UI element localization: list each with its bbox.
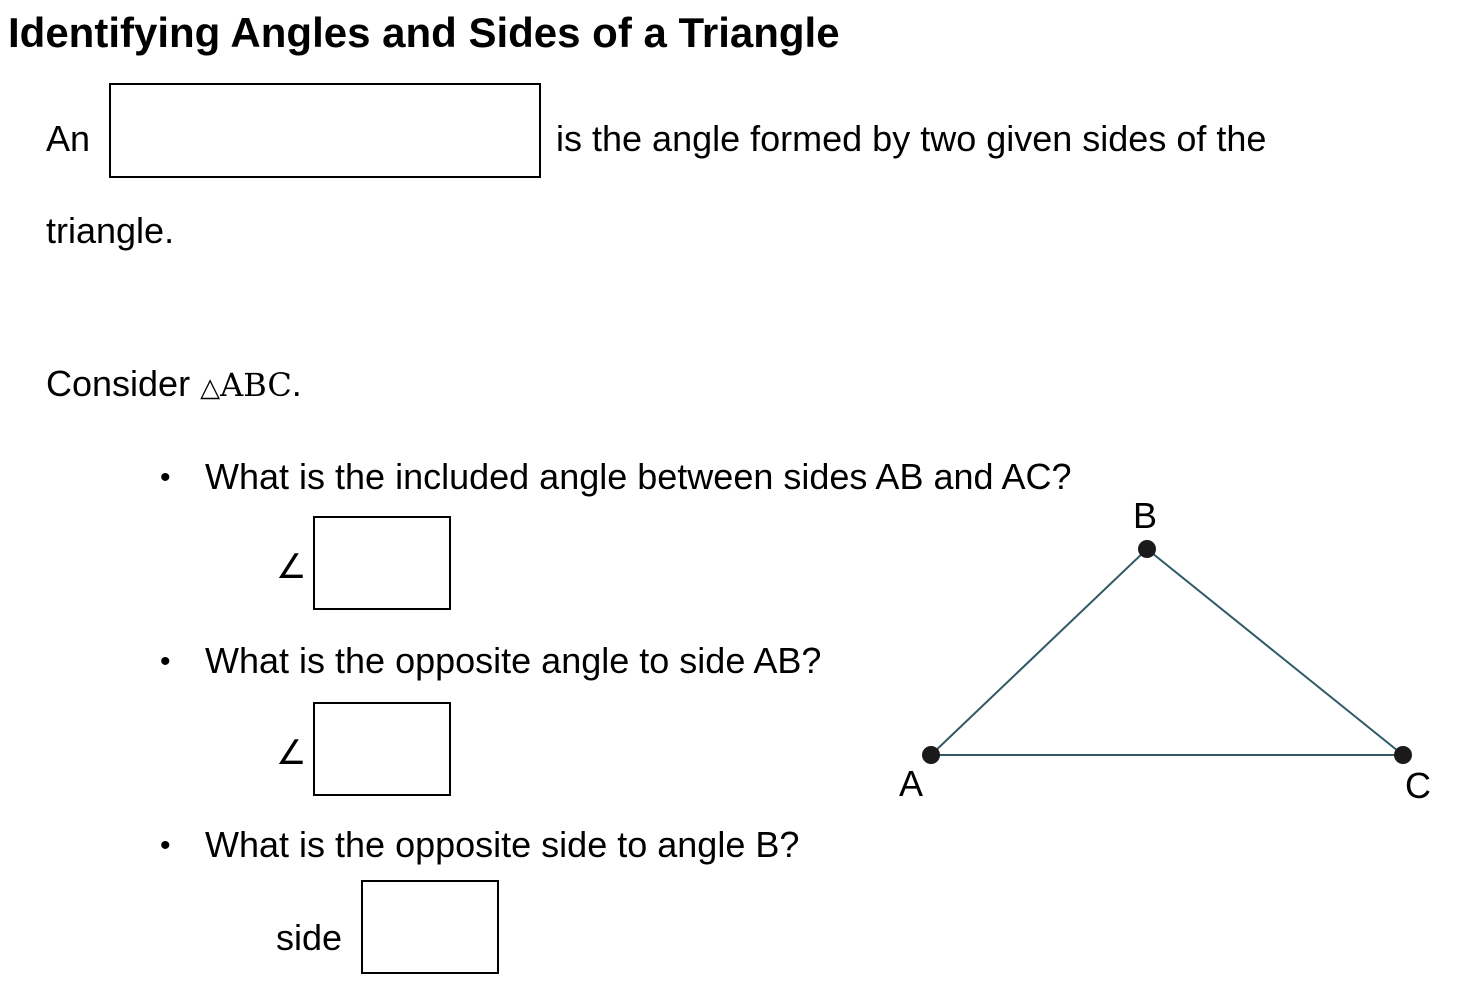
period: . — [291, 363, 302, 404]
bullet-icon: • — [160, 461, 171, 494]
question-3-text: What is the opposite side to angle B? — [205, 824, 800, 865]
opposite-angle-answer-input[interactable] — [313, 702, 451, 796]
vertex-a-point — [922, 746, 940, 764]
included-angle-term-input[interactable] — [109, 83, 541, 178]
triangle-name: ABC — [220, 366, 292, 404]
vertex-b-label: B — [1133, 495, 1157, 536]
side-ab — [930, 548, 1148, 756]
angle-symbol-icon: ∠ — [276, 548, 307, 586]
vertex-c-label: C — [1405, 765, 1431, 806]
page-title: Identifying Angles and Sides of a Triang… — [8, 9, 840, 56]
question-2-text: What is the opposite angle to side AB? — [205, 640, 822, 681]
vertex-a-label: A — [899, 763, 923, 804]
side-bc — [1146, 548, 1404, 756]
definition-suffix: is the angle formed by two given sides o… — [556, 118, 1267, 159]
opposite-side-answer-input[interactable] — [361, 880, 499, 974]
question-1-text: What is the included angle between sides… — [205, 456, 1072, 497]
consider-label: Consider — [46, 363, 191, 404]
vertex-c-point — [1394, 746, 1412, 764]
bullet-icon: • — [160, 829, 171, 862]
bullet-icon: • — [160, 645, 171, 678]
consider-statement: Consider △ABC. — [46, 362, 302, 409]
triangle-icon: △ — [200, 372, 221, 402]
definition-continuation: triangle. — [46, 210, 175, 251]
angle-symbol-icon: ∠ — [276, 734, 307, 772]
definition-prefix: An — [46, 118, 91, 159]
included-angle-answer-input[interactable] — [313, 516, 451, 610]
side-label: side — [276, 917, 343, 958]
vertex-b-point — [1138, 540, 1156, 558]
